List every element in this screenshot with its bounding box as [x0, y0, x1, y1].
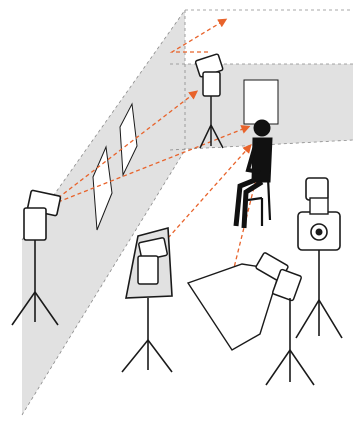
subject-head [254, 120, 270, 136]
subject-legs [236, 180, 262, 228]
flash-back-wall-body [203, 72, 220, 96]
flash-softbox-body [138, 256, 158, 284]
flash-softbox-stand [122, 340, 172, 372]
flash-left-body [24, 208, 46, 240]
camera [296, 178, 342, 338]
umbrella-diffuser [188, 264, 280, 350]
wall-window-panel [244, 80, 278, 124]
flash-softbox [122, 228, 172, 372]
flash-umbrella [188, 252, 314, 385]
camera-flash [306, 178, 328, 200]
